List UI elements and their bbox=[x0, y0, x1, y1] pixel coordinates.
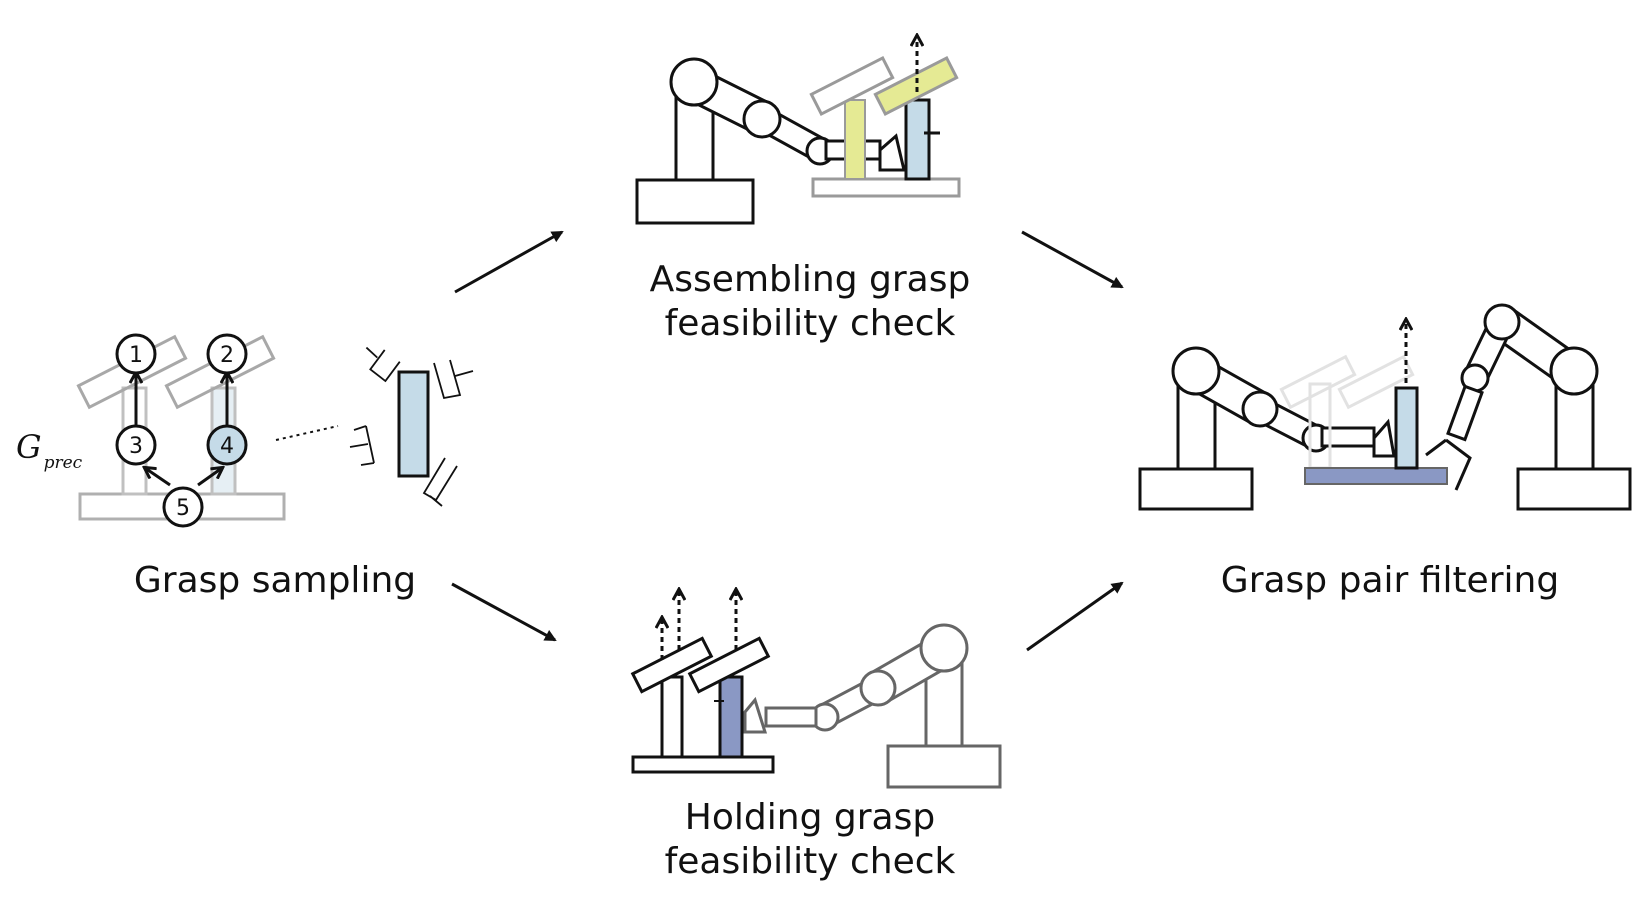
filtering-panel bbox=[1138, 303, 1632, 511]
label-assembling-line1: Assembling grasp bbox=[649, 259, 971, 300]
arrow-assembling-to-filtering bbox=[1021, 230, 1124, 289]
holding-shoulder-joint bbox=[919, 623, 969, 673]
assembling-part-blue bbox=[904, 98, 931, 181]
label-holding-line2: feasibility check bbox=[664, 841, 956, 882]
holding-top-left bbox=[630, 636, 714, 694]
node-5: 5 bbox=[162, 486, 204, 528]
flow-arrows bbox=[451, 230, 1124, 652]
dotted-connector bbox=[275, 425, 339, 441]
arrow-holding-to-filtering bbox=[1026, 581, 1124, 652]
assembling-panel bbox=[635, 36, 961, 225]
assembling-fixture-plate bbox=[811, 177, 961, 198]
node-3: 3 bbox=[115, 424, 157, 466]
assembling-shoulder-joint bbox=[669, 57, 719, 107]
label-holding-grasp: Holding grasp feasibility check bbox=[600, 796, 1020, 884]
label-assembling-grasp: Assembling grasp feasibility check bbox=[600, 258, 1020, 346]
holding-part-blue bbox=[718, 675, 744, 759]
label-holding-line1: Holding grasp bbox=[684, 797, 936, 838]
node-4: 4 bbox=[206, 424, 248, 466]
svg-text:4: 4 bbox=[220, 434, 234, 459]
grasp-sampling-panel: 1 2 3 4 5 bbox=[76, 333, 474, 528]
label-assembling-line2: feasibility check bbox=[664, 303, 956, 344]
filtering-fixture-plate bbox=[1304, 467, 1448, 485]
filtering-left-robot-base bbox=[1138, 467, 1254, 511]
node-2: 2 bbox=[206, 333, 248, 375]
holding-fixture-plate bbox=[631, 755, 775, 774]
svg-text:3: 3 bbox=[129, 434, 143, 459]
assembling-top-gray bbox=[809, 56, 895, 116]
arrow-sampling-to-holding bbox=[451, 582, 557, 642]
holding-top-right bbox=[687, 636, 771, 694]
assembling-top-yellow bbox=[873, 56, 959, 116]
precedence-symbol: G bbox=[16, 428, 42, 466]
assembling-post-yellow bbox=[844, 99, 866, 180]
svg-text:5: 5 bbox=[176, 496, 190, 521]
precedence-subscript: prec bbox=[43, 453, 83, 473]
filtering-part-blue bbox=[1394, 386, 1419, 470]
svg-text:2: 2 bbox=[220, 343, 234, 368]
assembling-robot-base bbox=[635, 178, 755, 225]
node-1: 1 bbox=[115, 333, 157, 375]
candidate-grasps bbox=[349, 346, 474, 507]
sampled-part bbox=[397, 370, 430, 478]
holding-panel bbox=[630, 590, 1002, 789]
label-grasp-sampling: Grasp sampling bbox=[133, 560, 417, 601]
holding-elbow-joint bbox=[859, 669, 897, 707]
holding-post-left bbox=[660, 675, 684, 759]
arrow-sampling-to-assembling bbox=[454, 230, 564, 294]
svg-text:1: 1 bbox=[129, 343, 143, 368]
label-grasp-pair-filtering: Grasp pair filtering bbox=[1220, 560, 1560, 601]
filtering-right-robot-base bbox=[1516, 467, 1632, 511]
assembling-elbow-joint bbox=[742, 99, 782, 139]
edge-5-to-4 bbox=[197, 468, 222, 487]
edge-5-to-3 bbox=[145, 468, 171, 487]
holding-robot-base bbox=[886, 744, 1002, 789]
